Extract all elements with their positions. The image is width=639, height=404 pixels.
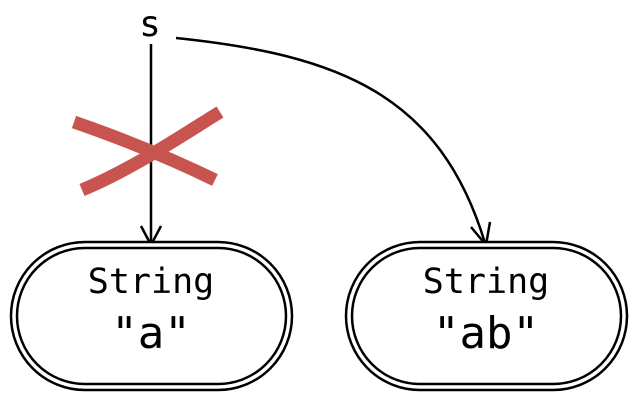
node-value-label: "ab" (433, 308, 539, 359)
cross-mark-icon (71, 106, 224, 196)
cross-stroke-2 (79, 106, 224, 196)
node-inner-border (350, 246, 623, 386)
node-outer-border (344, 240, 629, 392)
variable-label: s (139, 4, 161, 45)
node-inner-border (15, 246, 288, 386)
string-node-a: String "a" (9, 240, 294, 392)
node-type-label: String (423, 262, 549, 302)
new-reference-arrow (175, 36, 492, 248)
node-type-label: String (88, 262, 214, 302)
node-value-label: "a" (111, 308, 190, 359)
string-node-ab: String "ab" (344, 240, 629, 392)
new-reference-curve (175, 36, 487, 244)
node-outer-border (9, 240, 294, 392)
cross-stroke-1 (71, 115, 218, 186)
